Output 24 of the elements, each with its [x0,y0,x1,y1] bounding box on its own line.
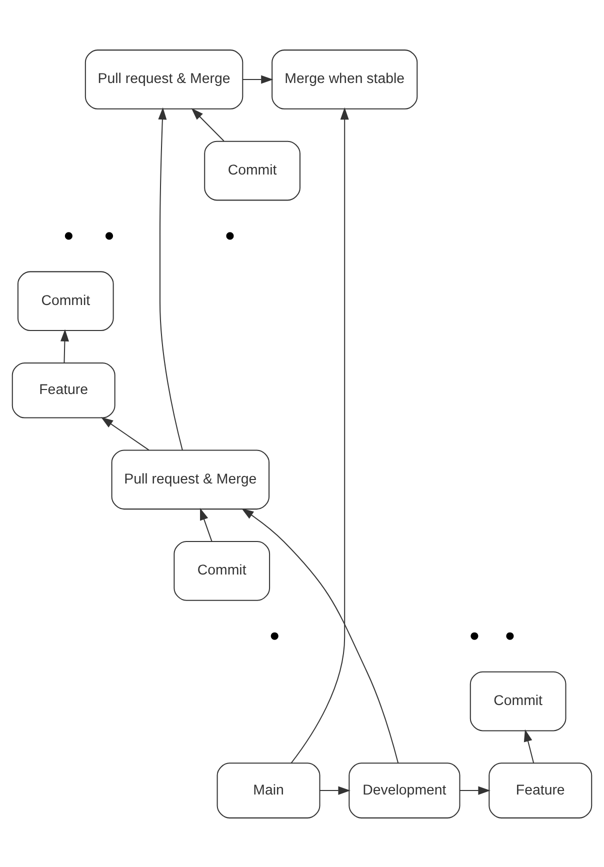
node-box: Commit [17,270,114,331]
node-dots [105,232,114,240]
arrow [524,728,534,763]
arrow [100,416,150,450]
arrow [320,786,350,794]
arrow [242,74,274,84]
arrow [460,786,490,794]
node-dots [506,632,514,640]
arrow [158,106,183,450]
arrow [290,106,349,763]
node-box: Merge when stable [272,49,418,109]
node-box: Pull request & Merge [84,49,244,109]
arrow [241,508,399,763]
node-box: Feature [12,362,116,418]
node-box: Feature [488,762,592,818]
arrow [191,108,224,141]
arrow [200,507,212,541]
node-box: Commit [174,540,270,600]
node-box: Main [216,762,320,818]
node-box: Pull request & Merge [111,449,270,510]
arrow [60,328,69,362]
node-box: Development [348,762,460,818]
node-box: Commit [204,140,300,200]
node-box: Commit [470,670,566,731]
